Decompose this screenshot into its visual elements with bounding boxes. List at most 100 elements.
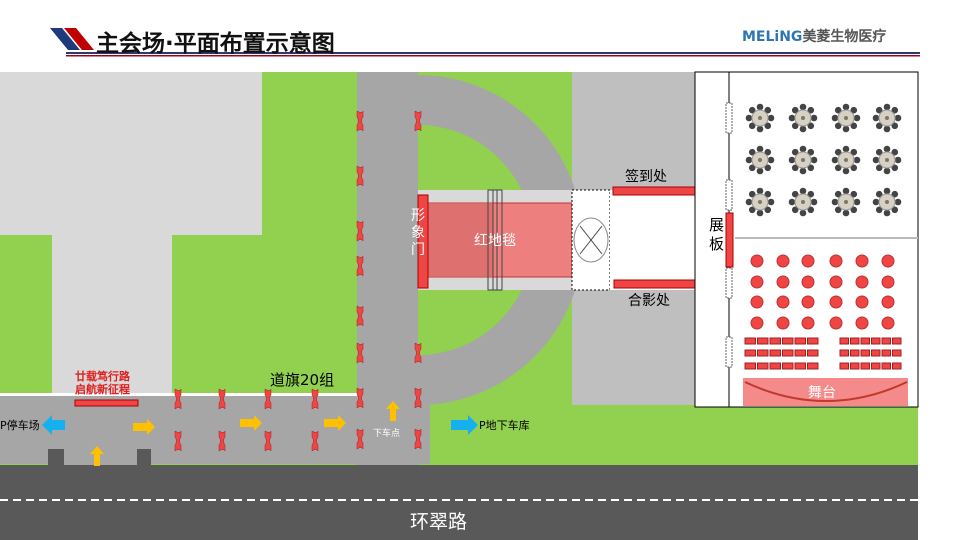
seat [855,254,869,268]
bench-seat [757,337,769,345]
circular-drive [418,75,583,405]
display-board [725,212,734,268]
parking-underground-label: P地下车库 [479,419,530,432]
bench-seat [881,337,891,345]
bench-seat [807,349,819,357]
road-flag [218,430,226,452]
seat [801,295,815,309]
bench-seat [860,349,870,357]
bench-seat [850,337,860,345]
round-table [872,187,902,217]
bench-seat [881,362,891,370]
round-table [831,145,861,175]
page-title: 主会场·平面布置示意图 [96,31,335,57]
header-rule [66,52,920,54]
bench-seat [871,362,881,370]
road-flag [356,165,364,187]
slogan-line1: 廿载笃行路 [75,370,130,383]
bench-seat [839,349,849,357]
seat [801,254,815,268]
bench-seat [782,337,794,345]
bench-seat [839,362,849,370]
seat [750,316,764,330]
road-flag [174,388,182,410]
blue-arrows [42,415,478,435]
bench-seat [769,362,781,370]
road-flag [414,342,422,364]
bench-seat [744,349,756,357]
bench-seat [769,337,781,345]
signin-label: 签到处 [625,169,667,185]
bench-seat [839,337,849,345]
round-table [872,145,902,175]
slogan-line2: 启航新征程 [75,383,130,396]
seat [881,316,895,330]
seat [801,275,815,289]
road-flag [356,255,364,277]
slogan: 廿载笃行路启航新征程 [75,370,130,396]
seat [829,316,843,330]
bench-seat [807,337,819,345]
bench-seat [871,337,881,345]
seat [776,316,790,330]
bench-seat [892,337,902,345]
road-flag [264,388,272,410]
dropoff-label: 下车点 [373,429,401,439]
bench-seat [744,362,756,370]
bench-seat [850,362,860,370]
display-board-label: 展板 [709,216,725,253]
slogan-banner [74,399,139,407]
road-flag [356,220,364,242]
seat [750,254,764,268]
round-table [788,145,818,175]
road-flag [218,388,226,410]
bench-seat [881,349,891,357]
seat [855,275,869,289]
seat [855,316,869,330]
seat [829,295,843,309]
bench-seat [871,349,881,357]
round-table [831,187,861,217]
bench-seat [769,349,781,357]
road-flag [414,387,422,409]
seat [801,316,815,330]
seat [881,295,895,309]
brand-logo: MELiNG美菱生物医疗 [742,26,886,46]
round-table [788,103,818,133]
photo-wall [613,279,697,289]
bench-seat [892,349,902,357]
bench-seat [757,349,769,357]
round-table [745,187,775,217]
gate-label: 形象门 [411,208,425,258]
round-table [745,145,775,175]
logo-brand: MELiNG [742,29,803,45]
seat [750,275,764,289]
seat [855,295,869,309]
logo-stripe-blue [50,28,80,50]
road-flag [356,110,364,132]
road-flag [414,428,422,450]
carpet-label: 红地毯 [474,233,516,249]
seat [750,295,764,309]
logo-cn: 美菱生物医疗 [802,29,887,45]
road-label: 环翠路 [410,511,468,533]
seat [776,295,790,309]
round-table [745,103,775,133]
seat [829,254,843,268]
door-icon [573,217,609,263]
bench-seat [892,362,902,370]
bench-seat [794,362,806,370]
round-table [788,187,818,217]
road-flag [311,388,319,410]
round-table [831,103,861,133]
main-road [0,465,918,540]
bench-seat [860,337,870,345]
bench-seat [807,362,819,370]
seat [776,254,790,268]
flags-label: 道旗20组 [270,371,335,389]
bench-seat [782,362,794,370]
photo-label: 合影处 [628,293,670,309]
signin-desk [612,186,696,196]
bench-seat [744,337,756,345]
